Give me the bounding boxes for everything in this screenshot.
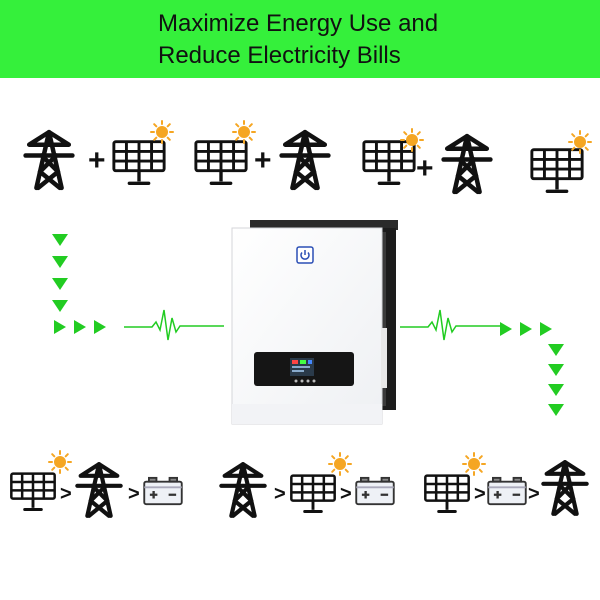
headline-line-2: Reduce Electricity Bills [158,42,401,69]
flow-separator: > [474,483,486,505]
battery-icon [354,476,396,506]
sun-icon [568,130,592,154]
sun-icon [48,450,72,474]
power-tower-icon [440,130,494,198]
sun-icon [400,128,424,152]
solar-panel-icon [422,472,472,516]
sun-icon [462,452,486,476]
headline-line-1: Maximize Energy Use and [158,10,439,37]
plus-operator: + [416,152,434,185]
plus-operator: + [88,144,106,177]
sun-icon [232,120,256,144]
solar-panel-icon [192,138,250,188]
power-tower-icon [540,456,590,520]
flow-separator: > [528,483,540,505]
flow-separator: > [128,483,140,505]
arrow-flow-left [52,234,106,334]
power-tower-icon [218,458,268,522]
power-button-icon [296,246,314,264]
sun-icon [328,452,352,476]
flow-separator: > [60,483,72,505]
power-wave-left [124,309,224,341]
battery-icon [142,476,184,506]
power-wave-right [400,309,500,341]
power-tower-icon [22,126,76,194]
solar-panel-icon [110,138,168,188]
flow-separator: > [274,483,286,505]
battery-icon [486,476,528,506]
plus-operator: + [254,144,272,177]
power-tower-icon [278,126,332,194]
solar-panel-icon [8,470,58,514]
solar-panel-icon [288,472,338,516]
arrow-flow-right [500,322,564,416]
sun-icon [150,120,174,144]
flow-separator: > [340,483,352,505]
power-tower-icon [74,458,124,522]
headline-banner: Maximize Energy Use and Reduce Electrici… [0,0,600,78]
